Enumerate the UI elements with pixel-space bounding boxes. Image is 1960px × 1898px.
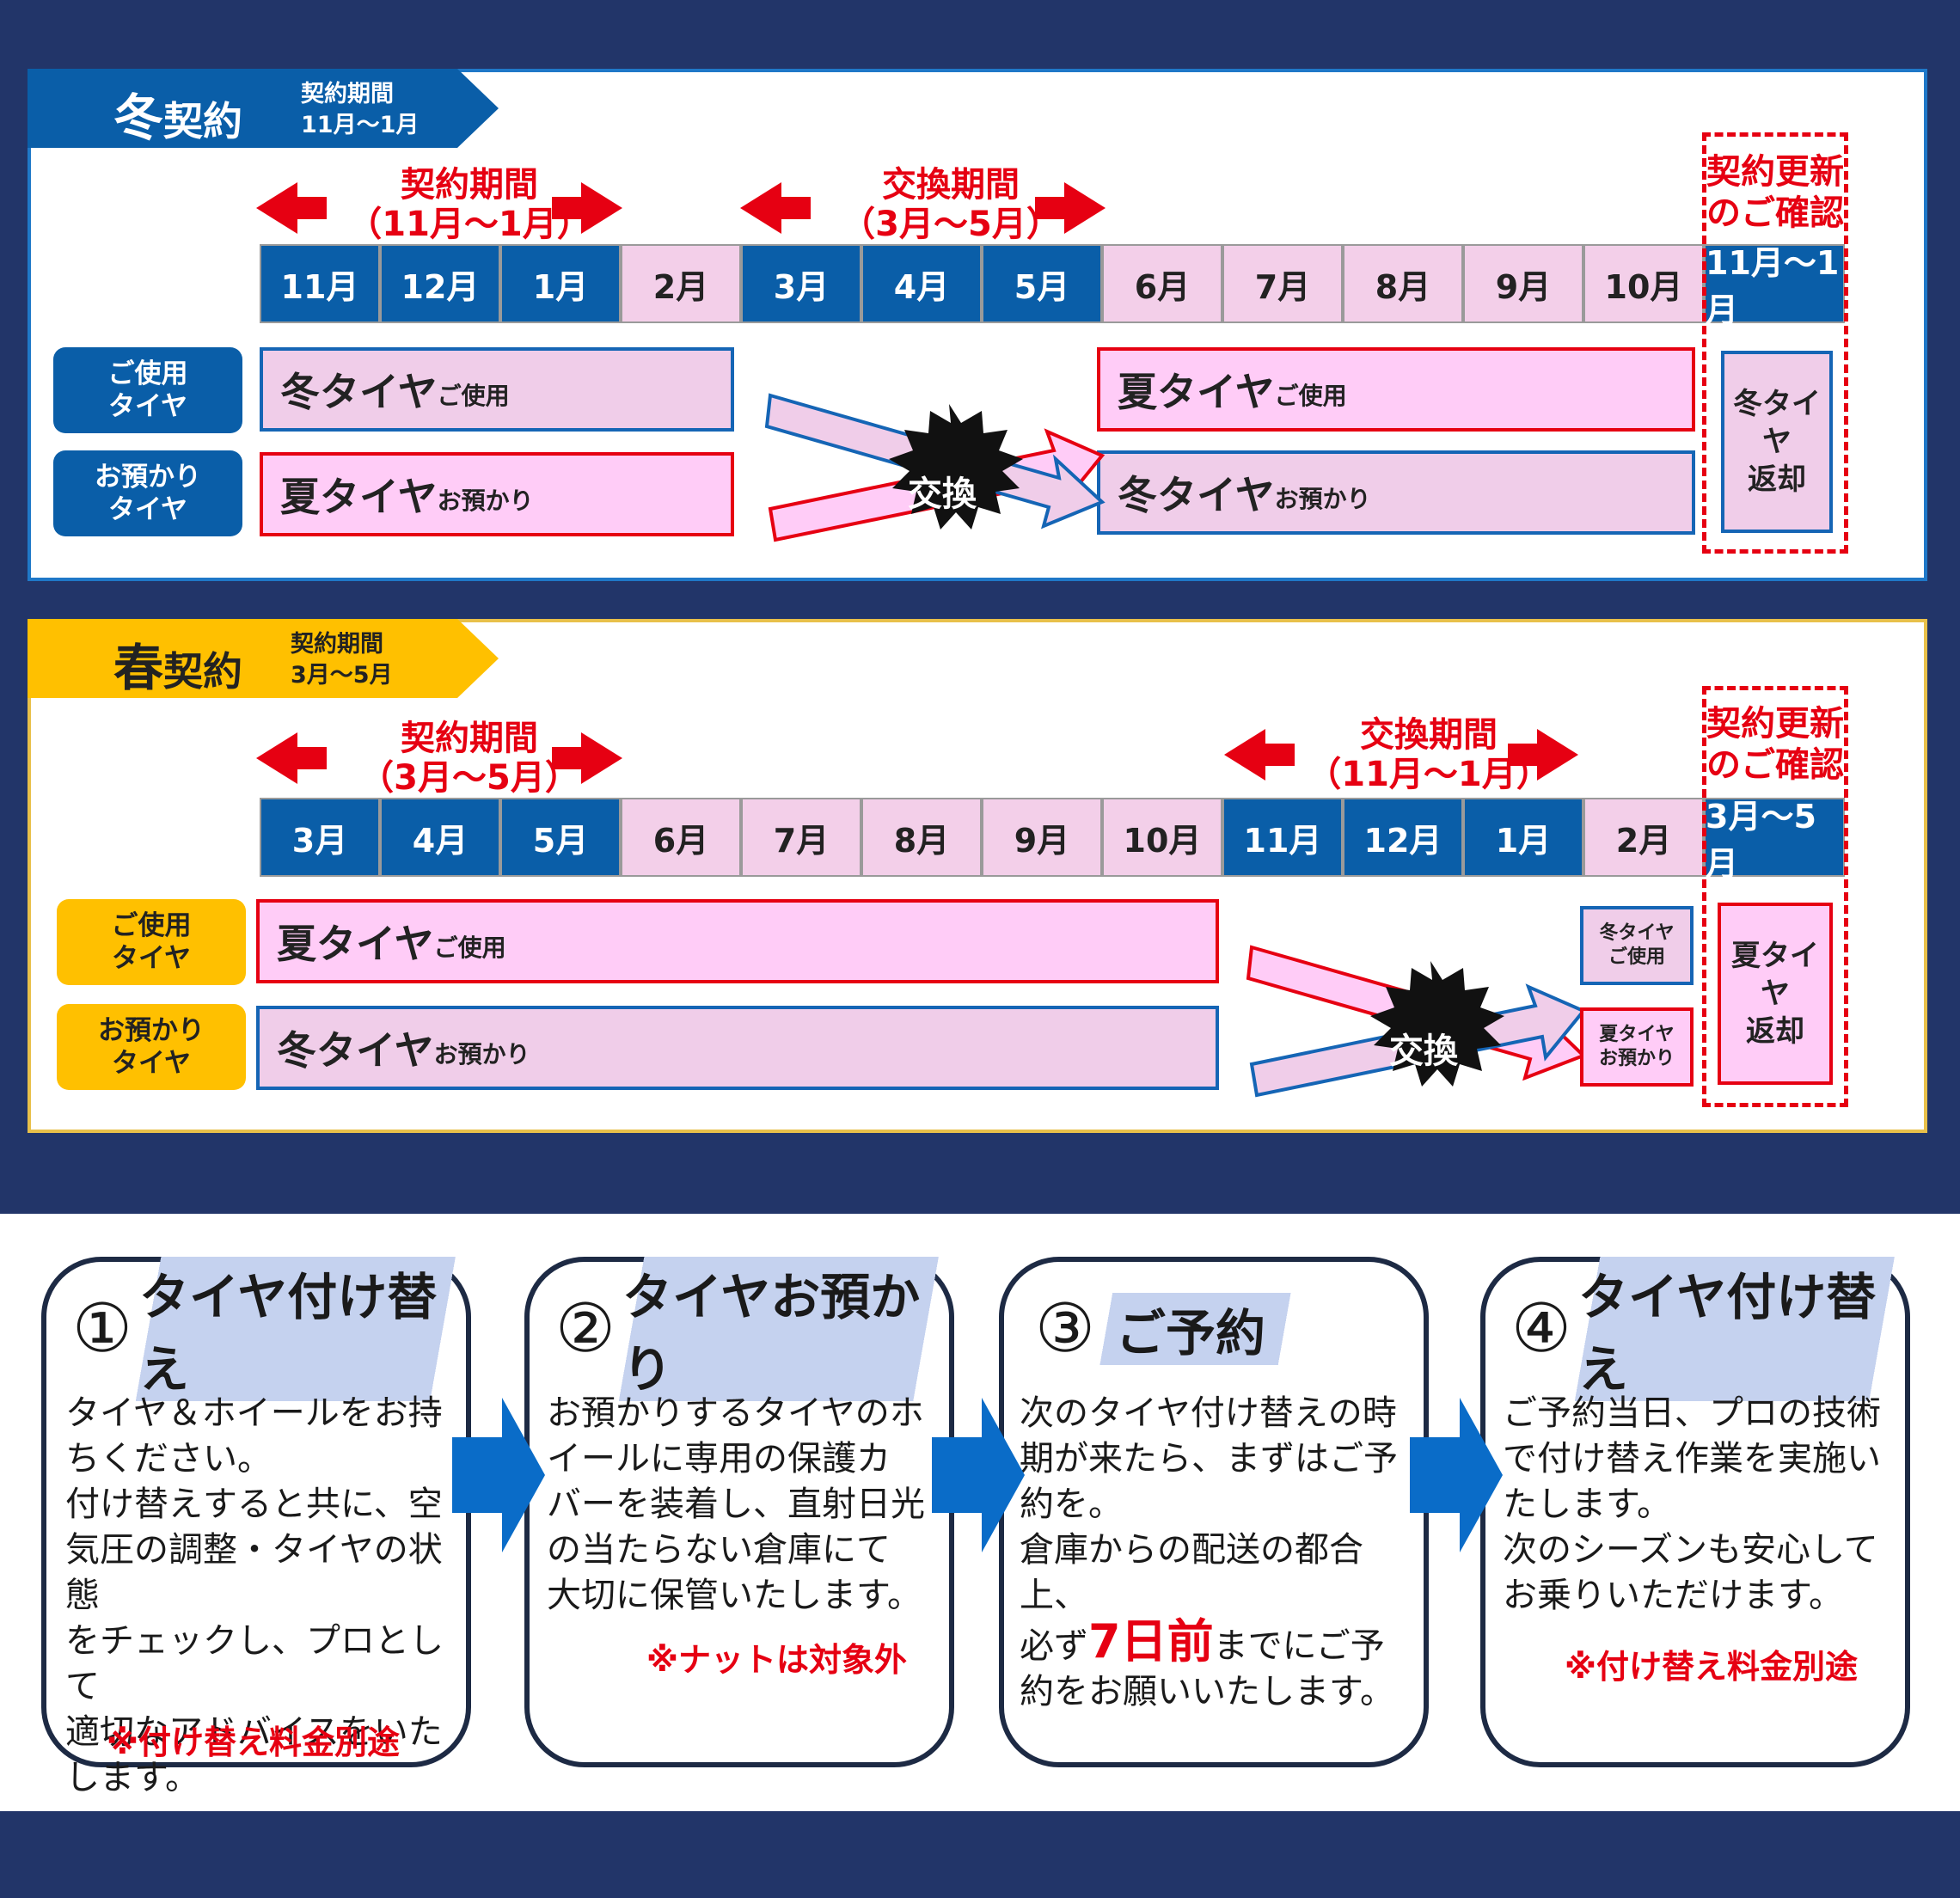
winter-month-cell: 4月 xyxy=(861,244,982,323)
winter-store-label: お預かり タイヤ xyxy=(53,450,242,536)
step-2-card: ② タイヤお預かり お預かりするタイヤのホ イールに専用の保護カ バーを装着し、… xyxy=(524,1257,954,1767)
spring-store-label: お預かり タイヤ xyxy=(57,1004,246,1090)
winter-store-box-before: 夏タイヤお預かり xyxy=(260,452,734,536)
winter-month-cell: 3月 xyxy=(741,244,861,323)
winter-month-cell: 1月 xyxy=(500,244,621,323)
winter-month-cell: 6月 xyxy=(1102,244,1222,323)
step-flow-arrow-1 xyxy=(452,1398,545,1552)
winter-return-box: 冬タイヤ 返却 xyxy=(1721,351,1833,533)
spring-use-box: 夏タイヤご使用 xyxy=(256,899,1219,983)
winter-tag-banner xyxy=(28,69,499,148)
spring-exchange-burst xyxy=(1370,961,1504,1087)
spring-month-cell: 2月 xyxy=(1583,798,1704,877)
step-flow-arrow-2 xyxy=(932,1398,1025,1552)
spring-tag-banner xyxy=(28,619,499,698)
step-4-number: ④ xyxy=(1511,1290,1571,1368)
winter-store-box-after: 冬タイヤお預かり xyxy=(1097,450,1695,535)
spring-month-cell: 10月 xyxy=(1102,798,1222,877)
winter-renew-label: 契約更新のご確認 xyxy=(1706,152,1844,233)
winter-month-cell: 2月 xyxy=(621,244,741,323)
spring-renew-frame xyxy=(1702,686,1848,1107)
winter-use-box-before: 冬タイヤご使用 xyxy=(260,347,734,432)
winter-exchange-period-label: 交換期間（3月～5月） xyxy=(841,165,1061,244)
winter-use-box-after: 夏タイヤご使用 xyxy=(1097,347,1695,432)
winter-renew-month: 11月～1月 xyxy=(1704,244,1845,329)
spring-return-box: 夏タイヤ 返却 xyxy=(1718,903,1833,1085)
winter-exchange-burst xyxy=(889,404,1023,530)
step-1-title: タイヤ付け替え xyxy=(132,1257,466,1401)
winter-month-cell: 8月 xyxy=(1343,244,1463,323)
winter-month-cell: 7月 xyxy=(1222,244,1343,323)
winter-exchange-arrows xyxy=(764,393,1106,542)
step-3-title: ご予約 xyxy=(1094,1293,1300,1365)
spring-month-cell: 12月 xyxy=(1343,798,1463,877)
step-2-title: タイヤお預かり xyxy=(615,1257,949,1401)
spring-renew-label: 契約更新のご確認 xyxy=(1706,704,1844,785)
spring-store-box: 冬タイヤお預かり xyxy=(256,1006,1219,1090)
step-1-note: ※付け替え料金別途 xyxy=(107,1724,400,1761)
step-3-body: 次のタイヤ付け替えの時 期が来たら、まずはご予 約を。 倉庫からの配送の都合上、… xyxy=(1020,1393,1398,1711)
winter-month-cell: 10月 xyxy=(1583,244,1704,323)
spring-month-cell: 1月 xyxy=(1463,798,1583,877)
spring-contract-period-label: 契約期間（3月～5月） xyxy=(359,719,579,798)
step-4-card: ④ タイヤ付け替え ご予約当日、プロの技術 で付け替え作業を実施い たします。 … xyxy=(1480,1257,1910,1767)
step-4-body: ご予約当日、プロの技術 で付け替え作業を実施い たします。 次のシーズンも安心し… xyxy=(1503,1393,1881,1615)
winter-tag-title: 冬契約 xyxy=(113,89,243,147)
spring-exchange-arrows xyxy=(1246,945,1587,1098)
spring-small-store-box: 夏タイヤ お預かり xyxy=(1580,1007,1694,1087)
step-2-number: ② xyxy=(555,1290,616,1368)
spring-month-cell: 7月 xyxy=(741,798,861,877)
winter-use-label: ご使用 タイヤ xyxy=(53,347,242,433)
spring-month-cell: 5月 xyxy=(500,798,621,877)
winter-renew-frame xyxy=(1702,132,1848,554)
winter-month-cell: 11月 xyxy=(260,244,380,323)
step-3-highlight: 7日前 xyxy=(1088,1614,1214,1668)
step-4-title: タイヤ付け替え xyxy=(1571,1257,1905,1401)
spring-small-use-box: 冬タイヤ ご使用 xyxy=(1580,906,1694,985)
winter-contract-period-label: 契約期間（11月～1月） xyxy=(347,165,591,244)
spring-exchange-badge: 交換 xyxy=(1389,1032,1458,1071)
spring-month-cell: 4月 xyxy=(380,798,500,877)
step-1-body: タイヤ＆ホイールをお持 ちください。 付け替えすると共に、空 気圧の調整・タイヤ… xyxy=(65,1393,444,1797)
spring-tag-title: 春契約 xyxy=(113,639,243,697)
step-4-note: ※付け替え料金別途 xyxy=(1565,1648,1858,1686)
winter-month-cell: 5月 xyxy=(982,244,1102,323)
spring-month-cell: 11月 xyxy=(1222,798,1343,877)
winter-period-arrows xyxy=(256,182,1106,234)
step-2-body: お預かりするタイヤのホ イールに専用の保護カ バーを装着し、直射日光 の当たらな… xyxy=(547,1393,925,1615)
step-3-card: ③ ご予約 次のタイヤ付け替えの時 期が来たら、まずはご予 約を。 倉庫からの配… xyxy=(999,1257,1429,1767)
winter-month-cell: 12月 xyxy=(380,244,500,323)
spring-renew-month: 3月～5月 xyxy=(1704,798,1845,883)
step-flow-arrow-3 xyxy=(1410,1398,1503,1552)
winter-exchange-badge: 交換 xyxy=(908,474,977,514)
spring-use-label: ご使用 タイヤ xyxy=(57,899,246,985)
step-2-note: ※ナットは対象外 xyxy=(646,1641,907,1679)
winter-month-cell: 9月 xyxy=(1463,244,1583,323)
step-1-number: ① xyxy=(72,1290,132,1368)
step-3-number: ③ xyxy=(1035,1290,1095,1368)
spring-period-arrows xyxy=(256,729,1578,784)
spring-month-cell: 6月 xyxy=(621,798,741,877)
spring-month-cell: 9月 xyxy=(982,798,1102,877)
step-1-card: ① タイヤ付け替え タイヤ＆ホイールをお持 ちください。 付け替えすると共に、空… xyxy=(41,1257,471,1797)
spring-month-cell: 3月 xyxy=(260,798,380,877)
spring-month-cell: 8月 xyxy=(861,798,982,877)
